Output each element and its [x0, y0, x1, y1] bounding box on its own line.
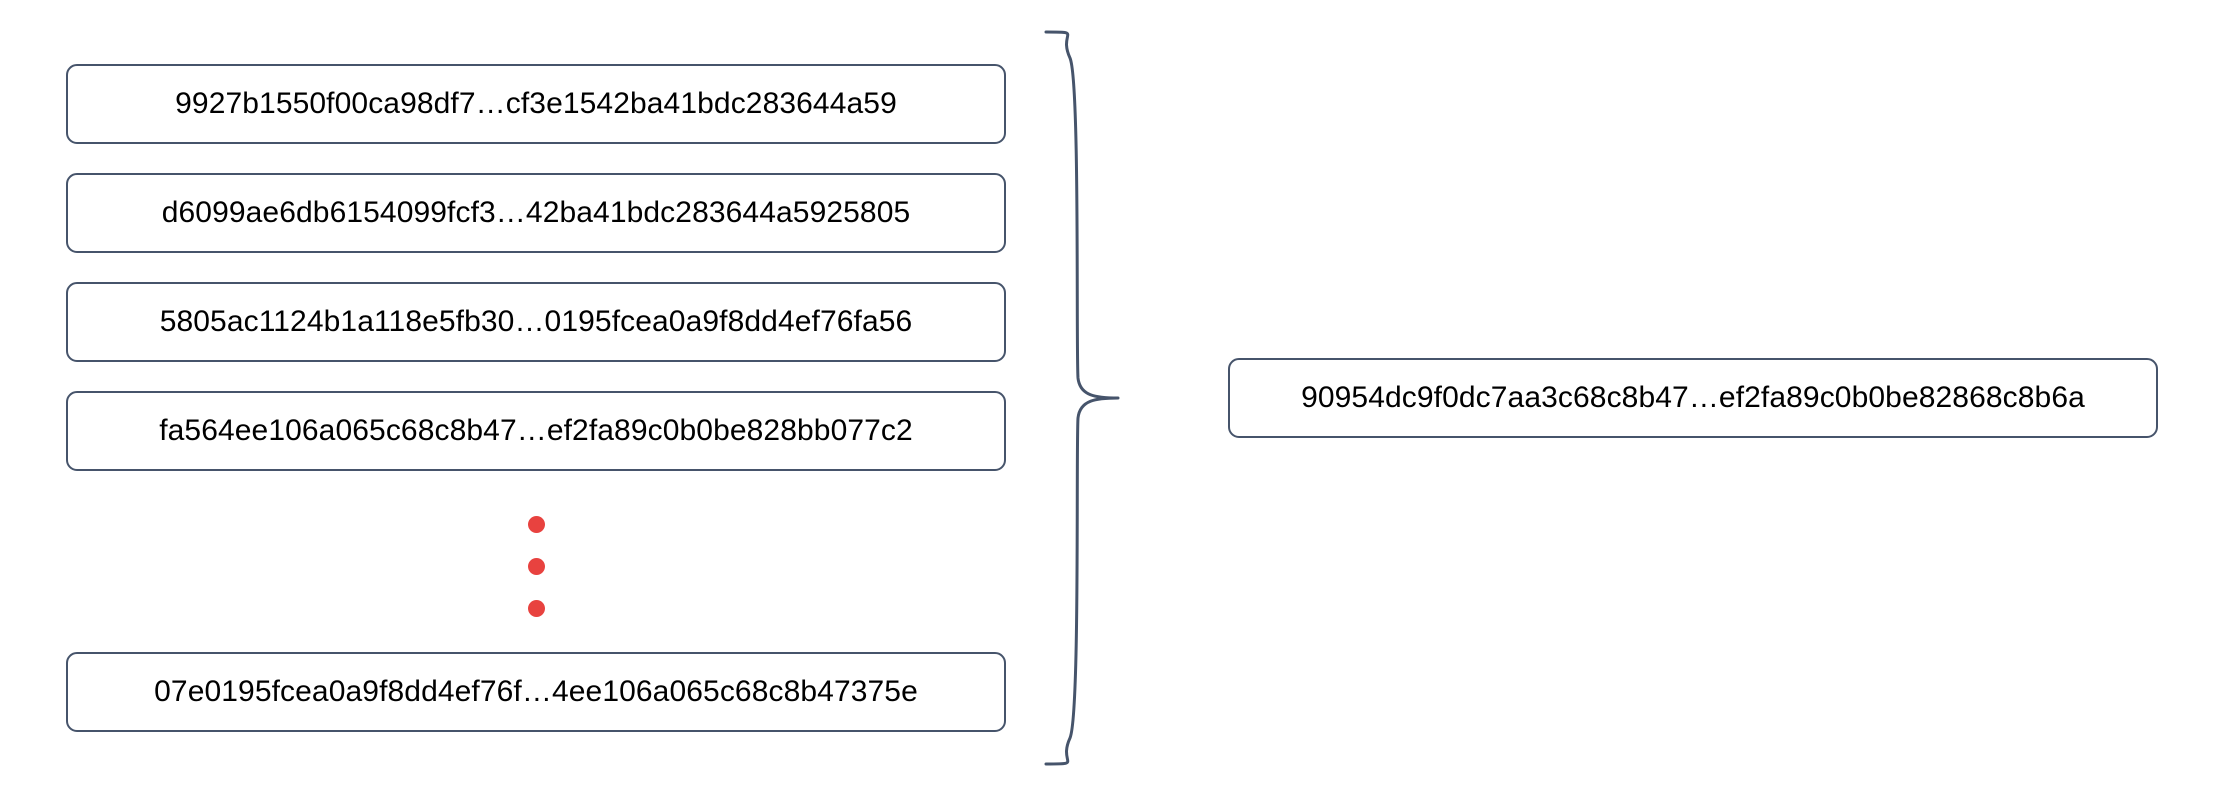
ellipsis-dot-1	[527, 515, 545, 533]
vertical-ellipsis-icon	[66, 500, 1006, 632]
ellipsis-dot-2	[527, 557, 545, 575]
input-hash-box-4[interactable]: fa564ee106a065c68c8b47…ef2fa89c0b0be828b…	[66, 391, 1006, 471]
ellipsis-dot-3	[527, 599, 545, 617]
output-hash-box[interactable]: 90954dc9f0dc7aa3c68c8b47…ef2fa89c0b0be82…	[1228, 358, 2158, 438]
output-hash-text: 90954dc9f0dc7aa3c68c8b47…ef2fa89c0b0be82…	[1301, 381, 2085, 414]
input-hash-text-3: 5805ac1124b1a118e5fb30…0195fcea0a9f8dd4e…	[159, 305, 913, 338]
input-hash-text-1: 9927b1550f00ca98df7…cf3e1542ba41bdc28364…	[175, 87, 897, 120]
input-hash-text-2: d6099ae6db6154099fcf3…42ba41bdc283644a59…	[161, 196, 911, 229]
input-hash-text-4: fa564ee106a065c68c8b47…ef2fa89c0b0be828b…	[159, 414, 913, 447]
input-hash-list: 9927b1550f00ca98df7…cf3e1542ba41bdc28364…	[66, 64, 1006, 761]
input-hash-box-2[interactable]: d6099ae6db6154099fcf3…42ba41bdc283644a59…	[66, 173, 1006, 253]
input-hash-box-5[interactable]: 07e0195fcea0a9f8dd4ef76f…4ee106a065c68c8…	[66, 652, 1006, 732]
input-hash-box-1[interactable]: 9927b1550f00ca98df7…cf3e1542ba41bdc28364…	[66, 64, 1006, 144]
input-hash-box-3[interactable]: 5805ac1124b1a118e5fb30…0195fcea0a9f8dd4e…	[66, 282, 1006, 362]
input-hash-text-5: 07e0195fcea0a9f8dd4ef76f…4ee106a065c68c8…	[154, 675, 918, 708]
curly-brace-icon	[1044, 30, 1120, 766]
output-hash-group: 90954dc9f0dc7aa3c68c8b47…ef2fa89c0b0be82…	[1228, 358, 2158, 438]
